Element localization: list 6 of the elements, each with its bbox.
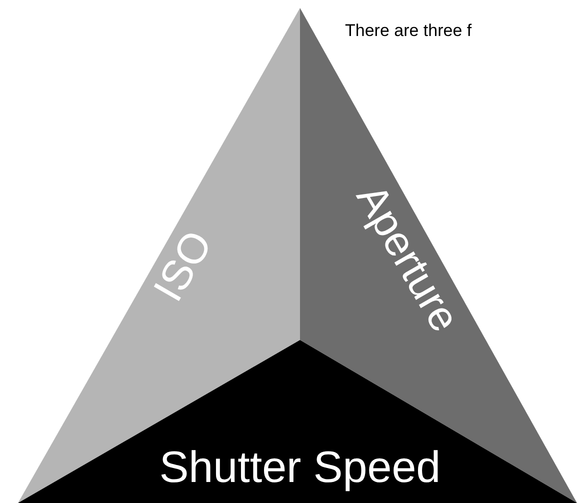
aperture-segment <box>300 8 577 503</box>
segment-label: ISO <box>146 224 220 308</box>
intro-text: There are three f <box>345 22 472 39</box>
shutter-speed-segment <box>18 340 577 503</box>
iso-segment <box>18 8 300 503</box>
segment-label: Shutter Speed <box>159 446 441 490</box>
